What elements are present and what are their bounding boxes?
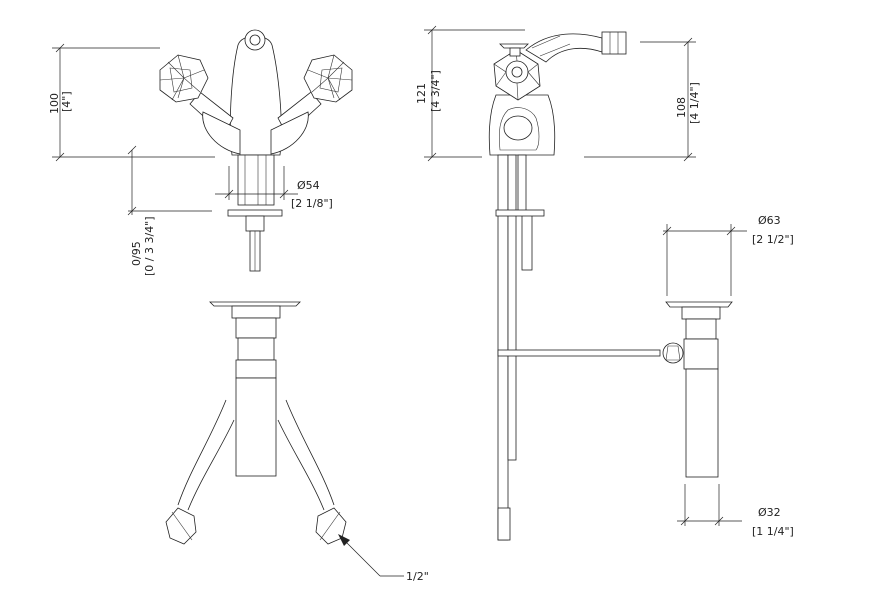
side-spout-height-in: [4 1/4"] — [688, 82, 701, 124]
drain-pipe-in: [1 1/4"] — [752, 525, 794, 538]
side-height-in: [4 3/4"] — [429, 70, 442, 112]
side-view-faucet — [488, 31, 661, 541]
left-handle-icon — [159, 54, 209, 103]
right-handle-icon — [303, 54, 353, 103]
drain-diameter-mm: Ø63 — [758, 214, 781, 227]
side-spout-height-mm: 108 — [675, 97, 688, 118]
deck-thickness-mm: 0/95 — [130, 241, 143, 266]
side-spout-height-dimension: 108 [4 1/4"] — [584, 37, 701, 162]
drain-assembly — [662, 301, 733, 478]
drain-diameter-dimension: Ø63 [2 1/2"] — [662, 214, 794, 296]
front-height-in: [4"] — [60, 91, 73, 112]
deck-thickness-dimension: 0/95 [0 / 3 3/4"] — [127, 145, 212, 276]
spout-diameter-mm: Ø54 — [297, 179, 320, 192]
deck-thickness-in: [0 / 3 3/4"] — [143, 216, 156, 276]
drain-pipe-dimension: Ø32 [1 1/4"] — [677, 484, 794, 538]
front-height-mm: 100 — [48, 93, 61, 114]
spout-diameter-dimension: Ø54 [2 1/8"] — [215, 166, 333, 210]
side-height-dimension: 121 [4 3/4"] — [415, 25, 525, 162]
hose-connection-callout: 1/2" — [338, 534, 429, 583]
drain-diameter-in: [2 1/2"] — [752, 233, 794, 246]
side-height-mm: 121 — [415, 83, 428, 104]
spout-diameter-in: [2 1/8"] — [291, 197, 333, 210]
hose-connection-label: 1/2" — [406, 570, 429, 583]
side-handle-icon — [493, 49, 541, 101]
front-height-dimension: 100 [4"] — [48, 43, 215, 162]
left-hose-nut-icon — [165, 507, 197, 545]
front-view-faucet — [159, 29, 353, 545]
drain-pipe-mm: Ø32 — [758, 506, 781, 519]
